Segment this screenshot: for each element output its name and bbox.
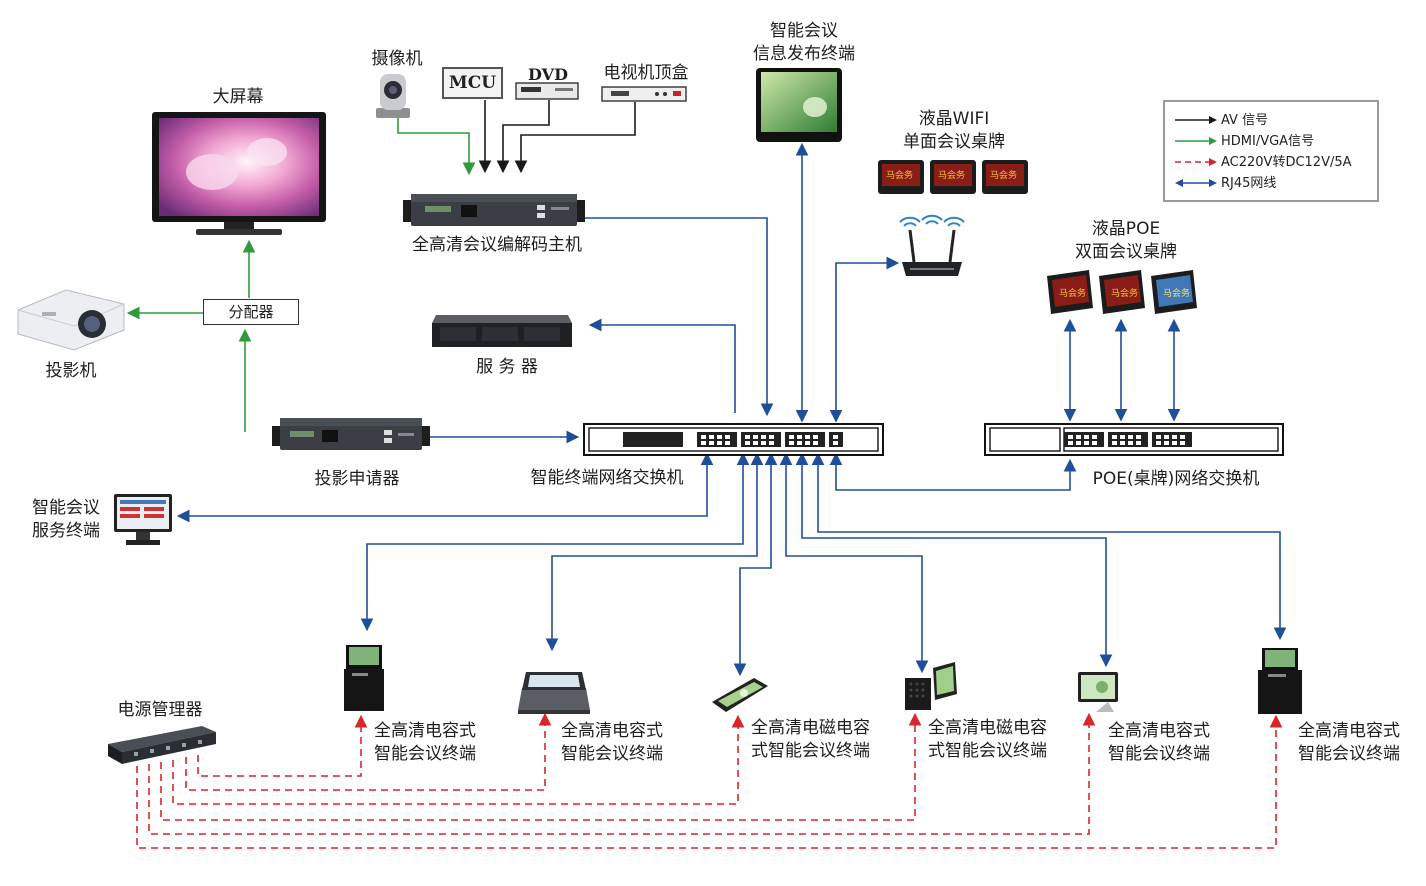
projector-icon: [17, 289, 125, 351]
stb-label: 电视机顶盒: [603, 63, 689, 83]
arrow-green-icon: [1175, 137, 1217, 145]
hdmi-vga-lines: [126, 118, 476, 432]
server-label: 服 务 器: [476, 357, 538, 377]
arrow-blue-double-icon: [1175, 179, 1217, 187]
terminal-4-label: 全高清电磁电容 式智能会议终端: [928, 718, 1047, 761]
codec-host-label: 全高清会议编解码主机: [412, 235, 582, 255]
legend: AV 信号 HDMI/VGA信号 AC220V转DC12V/5A RJ45网线: [1163, 100, 1379, 202]
service-monitor-icon: [114, 494, 172, 545]
projector-requester-device-icon: [272, 418, 430, 450]
poe-nameplate-group: 马会务 马会务 马会务: [1045, 268, 1201, 318]
power-lines: [136, 712, 1283, 849]
panel-terminal-icon: [1078, 672, 1118, 712]
lift-terminal-icon: [1258, 648, 1302, 714]
service-terminal-label: 智能会议 服务终端: [32, 498, 100, 541]
camera-icon: [376, 74, 410, 118]
terminal-5-label: 全高清电容式 智能会议终端: [1108, 721, 1210, 764]
projector-requester-label: 投影申请器: [314, 469, 400, 489]
wifi-nameplate-label: 液晶WIFI 单面会议桌牌: [903, 109, 1005, 152]
legend-item-rj45: RJ45网线: [1175, 176, 1276, 195]
codec-host-device-icon: [403, 194, 585, 226]
rj45-lines: [176, 142, 1287, 677]
lcd-nameplate-icon: [878, 160, 1028, 194]
legend-item-hdmi: HDMI/VGA信号: [1175, 134, 1314, 153]
info-terminal-label: 智能会议 信息发布终端: [753, 21, 855, 64]
terminal-1-label: 全高清电容式 智能会议终端: [374, 721, 476, 764]
server-icon: [432, 315, 572, 347]
flip-desk-terminal-icon: [518, 672, 590, 714]
terminal-3-label: 全高清电磁电容 式智能会议终端: [751, 718, 870, 761]
projector-label: 投影机: [45, 361, 97, 381]
tv-screen-icon: [152, 112, 326, 235]
wifi-nameplate-group: 马会务 马会务 马会务: [878, 158, 1030, 198]
wifi-router-icon: [899, 214, 965, 276]
power-manager-label: 电源管理器: [117, 700, 203, 720]
network-switch-icon: [583, 423, 884, 456]
power-manager-icon: [108, 726, 216, 764]
lift-terminal-icon: [344, 645, 384, 711]
camera-label: 摄像机: [371, 49, 423, 69]
arrow-red-dashed-icon: [1175, 158, 1217, 166]
splitter-box: 分配器: [203, 299, 299, 325]
legend-item-power: AC220V转DC12V/5A: [1175, 155, 1352, 174]
lcd-double-nameplate-icon: [1047, 270, 1197, 314]
dvd-player-icon: [515, 82, 579, 100]
tablet-terminal-icon: [712, 678, 768, 712]
set-top-box-icon: [601, 86, 687, 102]
mcu-box: MCU: [442, 67, 503, 99]
tablet-stand-terminal-icon: [905, 662, 957, 710]
dvd-label: DVD: [528, 65, 568, 84]
terminal-2-label: 全高清电容式 智能会议终端: [561, 721, 663, 764]
info-display-icon: [756, 68, 842, 142]
terminal-6-label: 全高清电容式 智能会议终端: [1298, 721, 1400, 764]
av-signal-lines: [478, 100, 636, 174]
poe-nameplate-label: 液晶POE 双面会议桌牌: [1075, 219, 1177, 262]
poe-switch-icon: [984, 423, 1284, 456]
poe-switch-label: POE(桌牌)网络交换机: [1092, 469, 1260, 489]
arrow-black-icon: [1175, 116, 1217, 124]
legend-item-av: AV 信号: [1175, 113, 1268, 132]
switch-label: 智能终端网络交换机: [530, 468, 684, 488]
big-screen-label: 大屏幕: [212, 87, 264, 107]
